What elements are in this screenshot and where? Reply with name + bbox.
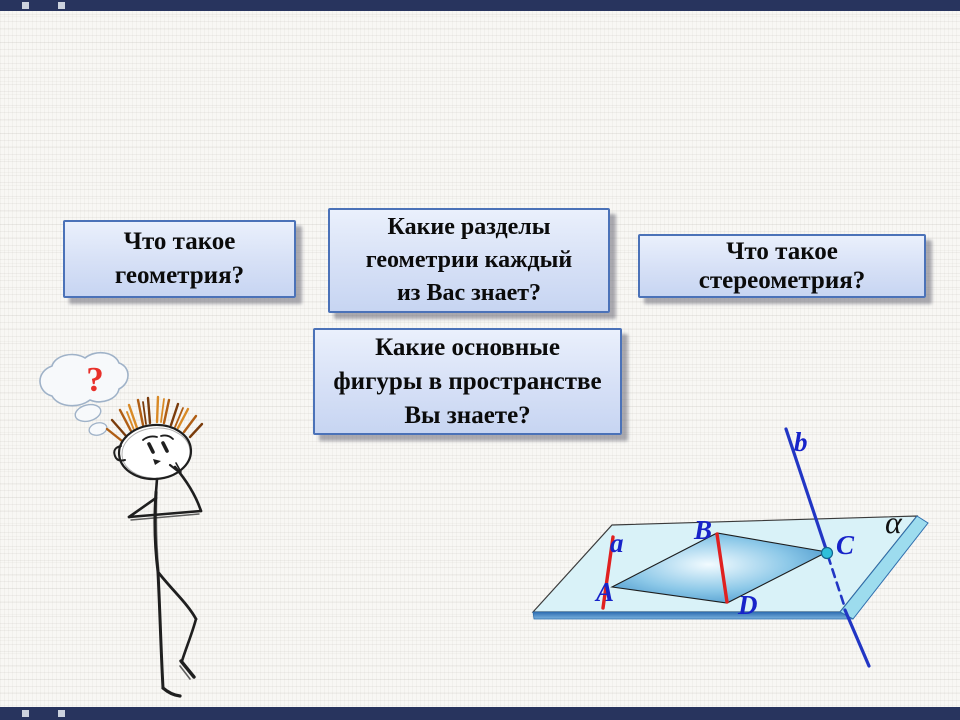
line-a-label: a <box>610 528 624 558</box>
point-d-label: D <box>737 590 758 620</box>
stick-body <box>127 462 203 698</box>
point-c-label: C <box>836 530 855 560</box>
question-box-geometry: Что такое геометрия? <box>63 220 296 298</box>
line-b-hidden <box>826 554 847 610</box>
line-b-lower <box>843 608 871 668</box>
thought-bubble-icon: ? <box>39 351 129 436</box>
line-b-label: b <box>794 427 808 457</box>
bar-square-decoration <box>22 710 29 717</box>
question-text: Какие основные фигуры в пространстве Вы … <box>333 333 602 429</box>
ear <box>113 445 126 462</box>
plane-alpha-label: α <box>885 504 903 540</box>
question-mark-symbol: ? <box>86 360 104 399</box>
question-box-sections: Какие разделы геометрии каждый из Вас зн… <box>328 208 610 313</box>
point-b-label: B <box>693 515 712 545</box>
question-text: Что такое геометрия? <box>114 228 245 289</box>
thinking-boy-figure: ? <box>39 351 204 698</box>
bottom-border-bar <box>0 707 960 720</box>
red-segment-a <box>601 535 615 610</box>
bar-square-decoration <box>58 710 65 717</box>
right-eyebrow <box>160 434 174 440</box>
mouth <box>153 459 161 465</box>
plane-front-edge <box>532 611 854 620</box>
question-text: Что такое стереометрия? <box>698 238 866 294</box>
question-box-space-figures: Какие основные фигуры в пространстве Вы … <box>313 328 622 435</box>
spiky-hair <box>105 395 204 443</box>
red-segment-bd <box>715 532 729 604</box>
stereometry-diagram: a b A B C D α <box>531 427 929 668</box>
point-c-marker <box>820 546 834 560</box>
question-box-stereometry: Что такое стереометрия? <box>638 234 926 298</box>
right-eye <box>161 441 169 453</box>
question-text: Какие разделы геометрии каждый из Вас зн… <box>365 214 573 306</box>
line-b-upper <box>784 427 829 554</box>
left-eye <box>147 442 155 454</box>
bar-square-decoration <box>22 2 29 9</box>
point-a-label: A <box>594 577 614 607</box>
left-eyebrow <box>142 435 158 441</box>
top-border-bar <box>0 0 960 11</box>
bar-square-decoration <box>58 2 65 9</box>
